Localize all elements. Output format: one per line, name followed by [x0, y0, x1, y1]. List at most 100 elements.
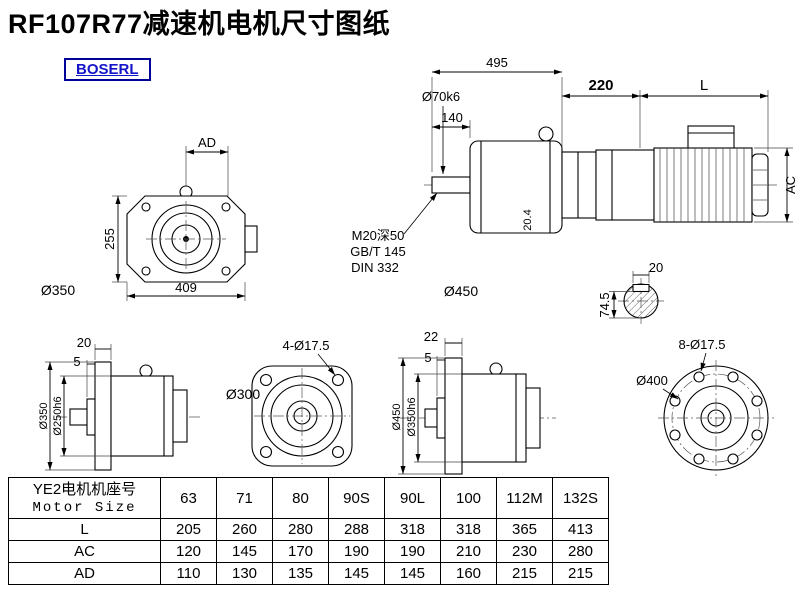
- dim-409-label: 409: [175, 280, 197, 295]
- flange-side-view-large: 22 5 Ø450 Ø350h6: [391, 329, 556, 475]
- flange-side-view-small: 20 5 Ø350 Ø250h6: [38, 335, 200, 471]
- size-column-80: 80: [272, 477, 329, 519]
- table-cell: 215: [552, 562, 609, 585]
- table-cell: 365: [496, 518, 553, 541]
- lifting-eye-icon: [489, 362, 503, 376]
- lifting-eye-icon: [139, 364, 153, 378]
- size-column-90s: 90S: [328, 477, 385, 519]
- bolt-hole: [693, 453, 705, 465]
- table-cell: 190: [328, 540, 385, 563]
- dim-d450-label: Ø450: [391, 404, 403, 431]
- dim-4-holes-label: 4-Ø17.5: [283, 338, 330, 353]
- bolt-hole: [693, 371, 705, 383]
- table-cell: 260: [216, 518, 273, 541]
- dim-d250h6-label: Ø250h6: [52, 396, 64, 435]
- dim-495-label: 495: [486, 55, 508, 70]
- dim-5-label: 5: [424, 350, 431, 365]
- dim-5-label: 5: [73, 354, 80, 369]
- row-label-ac: AC: [8, 540, 161, 563]
- size-column-71: 71: [216, 477, 273, 519]
- dim-20-label: 20: [77, 335, 91, 350]
- dim-d450-label: Ø450: [444, 283, 478, 299]
- dim-255-label: 255: [102, 228, 117, 250]
- table-cell: 145: [216, 540, 273, 563]
- size-column-90l: 90L: [384, 477, 441, 519]
- boserl-logo: BOSERL: [64, 58, 151, 81]
- dim-22-label: 22: [424, 329, 438, 344]
- note-din-label: DIN 332: [351, 260, 399, 275]
- gearbox-housing: [469, 140, 563, 234]
- table-cell: 190: [384, 540, 441, 563]
- page-title: RF107R77减速机电机尺寸图纸: [8, 9, 391, 39]
- front-view-gearbox: [126, 185, 258, 283]
- square-flange-view: 4-Ø17.5 Ø300: [226, 338, 353, 467]
- motor-dimension-table: YE2电机机座号 Motor Size 63 71 80 90S 90L 100…: [8, 477, 609, 585]
- table-cell: 130: [216, 562, 273, 585]
- dim-74-5-label: 74.5: [597, 292, 612, 317]
- dim-shaft-diameter-label: Ø70k6: [422, 89, 460, 104]
- table-row-ac: AC 120 145 170 190 190 210 230 280: [8, 540, 609, 563]
- table-cell: 413: [552, 518, 609, 541]
- dim-d350-label: Ø350: [38, 403, 50, 430]
- row-label-ad: AD: [8, 562, 161, 585]
- bolt-hole: [331, 373, 345, 387]
- bolt-hole: [669, 395, 681, 407]
- bolt-hole: [259, 445, 273, 459]
- table-cell: 145: [384, 562, 441, 585]
- dim-ad-label: AD: [198, 135, 216, 150]
- row-label-l: L: [8, 518, 161, 541]
- table-header-row: YE2电机机座号 Motor Size 63 71 80 90S 90L 100…: [8, 477, 609, 519]
- dim-8-holes-label: 8-Ø17.5: [679, 337, 726, 352]
- dim-key-20-label: 20: [649, 260, 663, 275]
- dim-l-label: L: [700, 77, 708, 94]
- table-cell: 210: [440, 540, 497, 563]
- mounting-flange: [94, 361, 112, 471]
- motor-size-header: YE2电机机座号 Motor Size: [8, 477, 161, 519]
- table-cell: 280: [552, 540, 609, 563]
- table-cell: 215: [496, 562, 553, 585]
- note-gbt-label: GB/T 145: [350, 244, 405, 259]
- size-column-112m: 112M: [496, 477, 553, 519]
- lifting-eye-icon: [538, 126, 554, 142]
- header-cn: YE2电机机座号: [32, 480, 137, 498]
- table-cell: 318: [440, 518, 497, 541]
- size-column-132s: 132S: [552, 477, 609, 519]
- dim-ac-label: AC: [783, 176, 798, 194]
- bolt-hole: [331, 445, 345, 459]
- table-cell: 145: [328, 562, 385, 585]
- table-cell: 160: [440, 562, 497, 585]
- dim-20-4-label: 20.4: [522, 209, 534, 230]
- shaft-section-view: 20 74.5: [597, 260, 664, 324]
- bolt-hole: [259, 373, 273, 387]
- round-flange-view: Ø400 8-Ø17.5: [636, 337, 774, 476]
- side-view-dimensions: 495 140 Ø70k6 220 L AC 20.4 M20深50 GB/T …: [350, 55, 798, 299]
- dim-d300-label: Ø300: [226, 386, 260, 402]
- front-view-dimensions: AD 255 409 Ø350: [41, 135, 246, 301]
- terminal-box: [687, 125, 735, 151]
- bolt-hole: [727, 371, 739, 383]
- table-cell: 318: [384, 518, 441, 541]
- table-cell: 205: [160, 518, 217, 541]
- dim-d350h6-label: Ø350h6: [406, 397, 418, 436]
- table-cell: 135: [272, 562, 329, 585]
- table-cell: 170: [272, 540, 329, 563]
- output-shaft: [431, 176, 471, 194]
- dim-140-label: 140: [441, 110, 463, 125]
- side-view-assembly: [424, 125, 780, 234]
- keyway: [632, 283, 650, 292]
- bolt-hole: [669, 429, 681, 441]
- dim-220-label: 220: [588, 77, 613, 94]
- table-cell: 288: [328, 518, 385, 541]
- table-cell: 230: [496, 540, 553, 563]
- bolt-hole: [727, 453, 739, 465]
- bolt-hole: [751, 395, 763, 407]
- mounting-flange: [444, 357, 463, 475]
- dim-front-d350-label: Ø350: [41, 282, 75, 298]
- table-row-ad: AD 110 130 135 145 145 160 215 215: [8, 562, 609, 585]
- note-m20-label: M20深50: [352, 228, 405, 243]
- table-cell: 110: [160, 562, 217, 585]
- dim-d400-label: Ø400: [636, 373, 668, 388]
- technical-drawing: AD 255 409 Ø350: [38, 55, 798, 476]
- table-cell: 280: [272, 518, 329, 541]
